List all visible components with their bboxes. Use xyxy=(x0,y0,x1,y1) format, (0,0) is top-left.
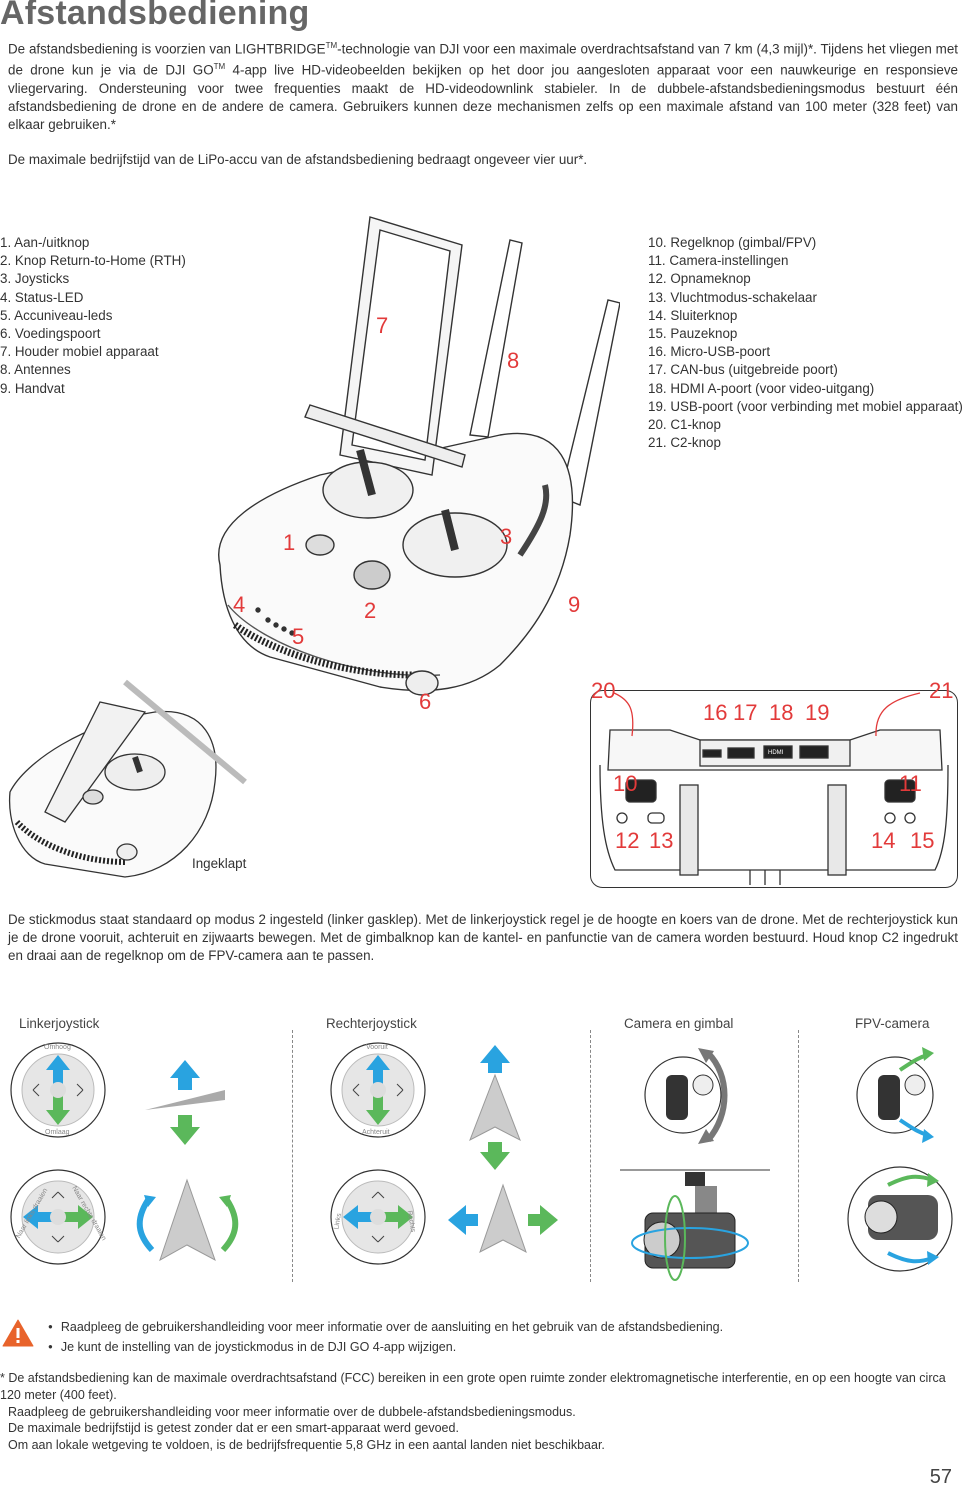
legend-item: 16. Micro-USB-poort xyxy=(648,344,771,360)
yaw-illustration xyxy=(136,1178,239,1262)
folded-controller-illustration xyxy=(8,679,247,878)
callout-2: 2 xyxy=(364,598,377,623)
legend-item: 17. CAN-bus (uitgebreide poort) xyxy=(648,362,838,378)
callout-16: 16 xyxy=(703,700,728,725)
altitude-illustration xyxy=(145,1060,225,1145)
legend-item: 9. Handvat xyxy=(0,380,65,396)
intro-text-b: -technologie van DJI voor een maximale o… xyxy=(8,41,958,78)
left-joystick-label: Linkerjoystick xyxy=(19,1016,100,1031)
footnote: De maximale bedrijfstijd is getest zonde… xyxy=(8,1421,459,1436)
divider xyxy=(590,1030,591,1282)
legend-item: 5. Accuniveau-leds xyxy=(0,307,113,323)
legend-item: 7. Houder mobiel apparaat xyxy=(0,344,159,360)
callout-19: 19 xyxy=(805,700,830,725)
legend-right: 10. Regelknop (gimbal/FPV) 11. Camera-in… xyxy=(648,234,964,452)
page-title: Afstandsbediening xyxy=(0,0,310,32)
intro-paragraph: De afstandsbediening is voorzien van LIG… xyxy=(8,37,958,134)
folded-caption: Ingeklapt xyxy=(192,856,247,871)
legend-item: 6. Voedingspoort xyxy=(0,326,101,342)
remote-controller-illustration xyxy=(218,216,620,696)
trademark: TM xyxy=(325,41,338,50)
legend-item: 11. Camera-instellingen xyxy=(648,253,789,269)
legend-item: 12. Opnameknop xyxy=(648,271,751,287)
legend-item: 20. C1-knop xyxy=(648,417,721,433)
warning-item: Raadpleeg de gebruikershandleiding voor … xyxy=(48,1318,723,1338)
right-stick-pitch-icon xyxy=(330,1042,426,1138)
legend-item: 14. Sluiterknop xyxy=(648,307,738,323)
footnotes: * De afstandsbediening kan de maximale o… xyxy=(0,1370,960,1454)
callout-7: 7 xyxy=(376,313,389,338)
gimbal-camera-illustration xyxy=(620,1169,770,1281)
warning-icon xyxy=(2,1319,34,1347)
callout-8: 8 xyxy=(507,348,520,373)
callout-12: 12 xyxy=(615,828,640,853)
stick-mode-paragraph: De stickmodus staat standaard op modus 2… xyxy=(8,912,958,963)
stick-label-backward: Achteruit xyxy=(362,1129,390,1136)
gimbal-label: Camera en gimbal xyxy=(624,1016,734,1031)
trademark: TM xyxy=(213,62,226,72)
stick-label-down: Omlaag xyxy=(45,1129,70,1136)
divider xyxy=(798,1030,799,1282)
legend-item: 1. Aan-/uitknop xyxy=(0,235,90,250)
warning-item: Je kunt de instelling van de joystickmod… xyxy=(48,1338,723,1358)
footnote: Raadpleeg de gebruikershandleiding voor … xyxy=(8,1404,576,1419)
stick-label-forward: Vooruit xyxy=(366,1044,388,1051)
callout-21: 21 xyxy=(929,678,954,703)
divider xyxy=(292,1030,293,1282)
callout-10: 10 xyxy=(613,771,638,796)
pitch-illustration xyxy=(469,1045,521,1170)
legend-item: 10. Regelknop (gimbal/FPV) xyxy=(648,235,817,250)
callout-6: 6 xyxy=(419,689,432,714)
footnote: Om aan lokale wetgeving te voldoen, is d… xyxy=(8,1438,605,1453)
legend-item: 13. Vluchtmodus-schakelaar xyxy=(648,289,817,305)
gimbal-dial-illustration xyxy=(644,1048,728,1144)
left-stick-yaw-icon xyxy=(10,1169,106,1265)
callout-14: 14 xyxy=(871,828,896,853)
intro-text-a: De afstandsbediening is voorzien van LIG… xyxy=(8,41,326,57)
legend-item: 15. Pauzeknop xyxy=(648,326,738,342)
intro-text-c: 4-app live HD-videobeelden bekijken op h… xyxy=(8,62,958,132)
right-joystick-label: Rechterjoystick xyxy=(326,1016,417,1031)
legend-item: 3. Joysticks xyxy=(0,271,70,287)
stick-label-up: Omhoog xyxy=(44,1044,71,1051)
callout-11: 11 xyxy=(899,771,922,796)
callout-4: 4 xyxy=(233,592,246,617)
legend-item: 4. Status-LED xyxy=(0,289,84,305)
legend-item: 21. C2-knop xyxy=(648,435,721,451)
callout-1: 1 xyxy=(283,530,296,555)
warning-list: Raadpleeg de gebruikershandleiding voor … xyxy=(48,1318,723,1358)
left-stick-throttle-icon xyxy=(10,1042,106,1138)
fpv-camera-illustration xyxy=(847,1166,953,1272)
callout-3: 3 xyxy=(500,524,513,549)
footnote: * De afstandsbediening kan de maximale o… xyxy=(0,1371,946,1402)
callout-15: 15 xyxy=(910,828,935,853)
fpv-label: FPV-camera xyxy=(855,1016,930,1031)
legend-item: 18. HDMI A-poort (voor video-uitgang) xyxy=(648,380,875,396)
battery-paragraph: De maximale bedrijfstijd van de LiPo-acc… xyxy=(8,152,588,167)
page-number: 57 xyxy=(929,1466,952,1488)
hdmi-label: HDMI xyxy=(768,750,784,756)
fpv-dial-illustration xyxy=(856,1047,934,1143)
legend-item: 2. Knop Return-to-Home (RTH) xyxy=(0,253,186,269)
callout-18: 18 xyxy=(769,700,794,725)
callout-9: 9 xyxy=(568,592,581,617)
callout-17: 17 xyxy=(733,700,758,725)
roll-illustration xyxy=(448,1183,558,1254)
callout-20: 20 xyxy=(591,678,616,703)
back-panel-illustration: HDMI xyxy=(590,690,958,888)
legend-left: 1. Aan-/uitknop 2. Knop Return-to-Home (… xyxy=(0,234,186,398)
callout-13: 13 xyxy=(649,828,674,853)
legend-item: 8. Antennes xyxy=(0,362,71,378)
callout-5: 5 xyxy=(292,624,305,649)
legend-item: 19. USB-poort (voor verbinding met mobie… xyxy=(648,398,963,414)
right-stick-roll-icon xyxy=(330,1169,426,1265)
